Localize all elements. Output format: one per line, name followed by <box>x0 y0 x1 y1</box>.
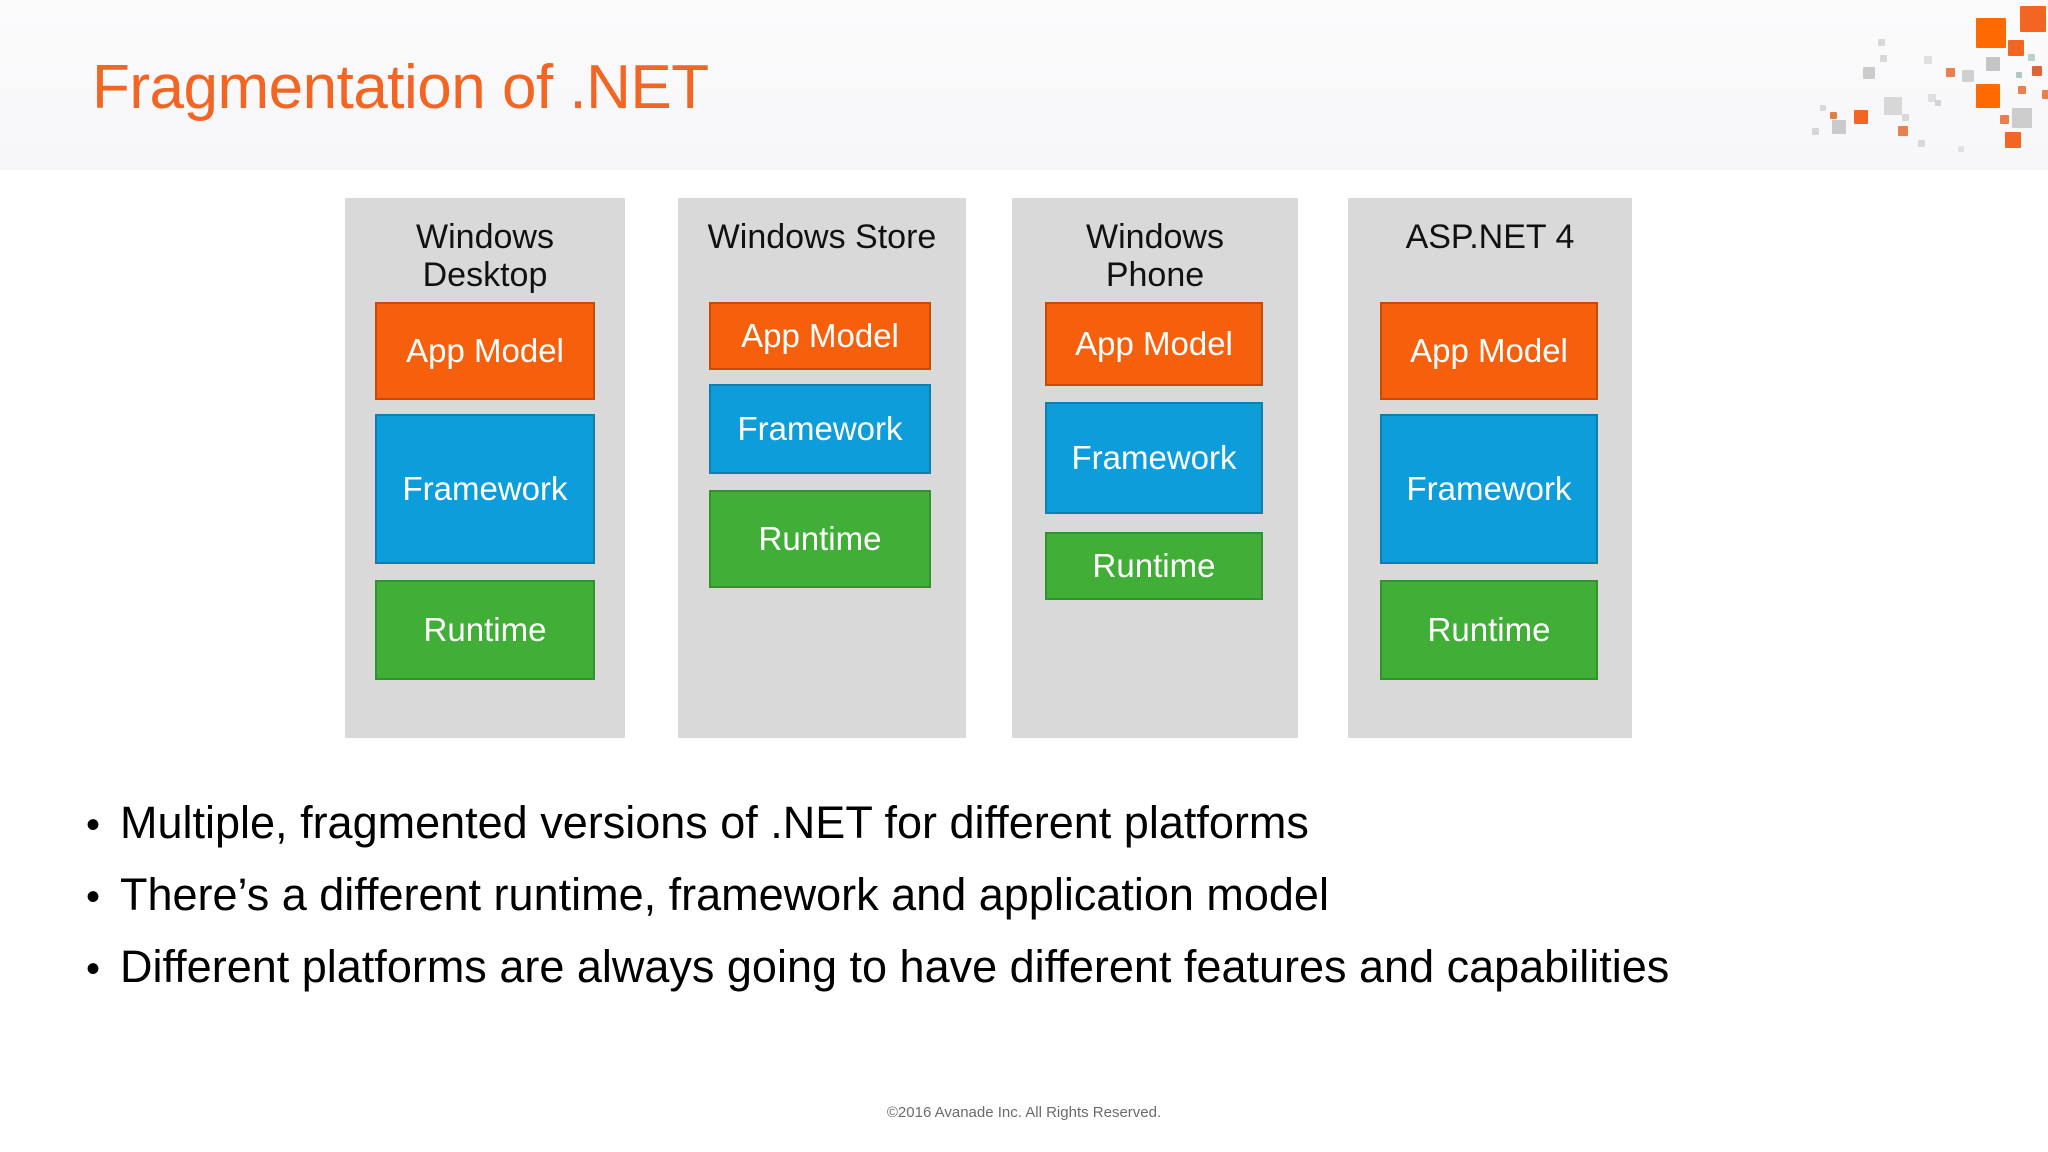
platform-column-title: Windows Store <box>707 218 937 256</box>
layer-label: Runtime <box>758 520 882 557</box>
layer-label: Framework <box>402 470 568 507</box>
layer-runtime-windows-phone: Runtime <box>1045 532 1263 600</box>
layer-app-model-aspnet-4: App Model <box>1380 302 1598 400</box>
layer-framework-windows-store: Framework <box>709 384 931 474</box>
platform-column-title: ASP.NET 4 <box>1405 218 1575 256</box>
bullet-item: • Different platforms are always going to… <box>86 940 1986 995</box>
platform-title-line: Desktop <box>422 256 548 295</box>
bullet-text: There’s a different runtime, framework a… <box>120 868 1329 920</box>
bullet-list: • Multiple, fragmented versions of .NET f… <box>86 796 1986 1012</box>
header-band <box>0 0 2048 170</box>
layer-label: App Model <box>1410 332 1568 369</box>
bullet-marker-icon: • <box>86 874 101 919</box>
page-title: Fragmentation of .NET <box>92 53 709 122</box>
bullet-marker-icon: • <box>86 946 101 991</box>
platform-title-line: Windows <box>1086 218 1224 256</box>
footer-copyright: ©2016 Avanade Inc. All Rights Reserved. <box>886 1104 1162 1121</box>
bullet-text: Multiple, fragmented versions of .NET fo… <box>120 797 1309 848</box>
layer-app-model-windows-desktop: App Model <box>375 302 595 400</box>
layer-label: Framework <box>1406 470 1572 507</box>
bullet-text: Different platforms are always going to … <box>120 940 1670 992</box>
layer-label: Framework <box>737 410 903 447</box>
layer-label: Framework <box>1071 439 1237 476</box>
layer-runtime-windows-store: Runtime <box>709 490 931 588</box>
layer-label: App Model <box>406 332 564 369</box>
bullet-item: • Multiple, fragmented versions of .NET f… <box>86 796 1986 851</box>
layer-framework-aspnet-4: Framework <box>1380 414 1598 564</box>
layer-label: Runtime <box>423 611 547 648</box>
layer-runtime-windows-desktop: Runtime <box>375 580 595 680</box>
layer-label: Runtime <box>1427 611 1551 648</box>
layer-runtime-aspnet-4: Runtime <box>1380 580 1598 680</box>
layer-label: App Model <box>1075 325 1233 362</box>
layer-label: Runtime <box>1092 547 1216 584</box>
layer-framework-windows-desktop: Framework <box>375 414 595 564</box>
layer-framework-windows-phone: Framework <box>1045 402 1263 514</box>
layer-label: App Model <box>741 317 899 354</box>
layer-app-model-windows-phone: App Model <box>1045 302 1263 386</box>
platform-title-line: Windows <box>416 218 554 256</box>
platform-title-line: Phone <box>1105 256 1205 295</box>
bullet-item: • There’s a different runtime, framework … <box>86 868 1986 923</box>
bullet-marker-icon: • <box>86 803 101 847</box>
layer-app-model-windows-store: App Model <box>709 302 931 370</box>
